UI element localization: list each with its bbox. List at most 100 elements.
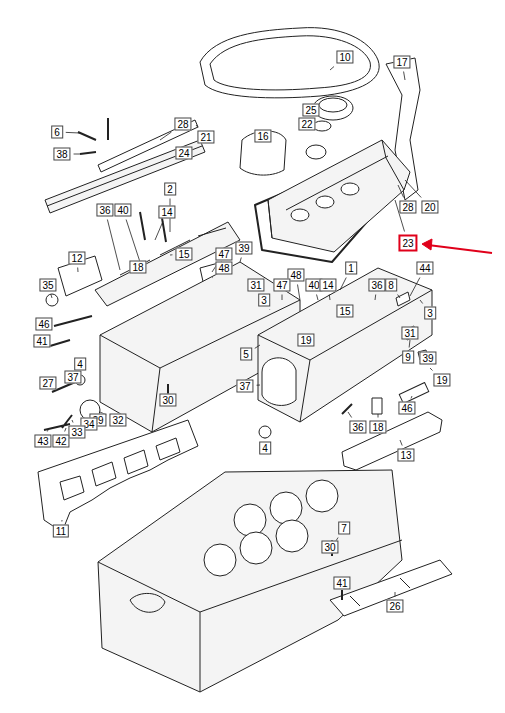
nut bbox=[46, 294, 58, 306]
valve-cover-right bbox=[268, 140, 410, 252]
callout-number: 46 bbox=[35, 318, 52, 331]
filler-cap-top bbox=[319, 98, 347, 112]
valve-cover-left-edge bbox=[47, 146, 202, 206]
leader-line bbox=[340, 278, 346, 291]
callout-number: 19 bbox=[433, 374, 450, 387]
callout-number: 27 bbox=[39, 377, 56, 390]
gasket-ports bbox=[60, 438, 180, 500]
bolts bbox=[78, 118, 108, 154]
callout-number: 13 bbox=[397, 449, 414, 462]
callout-number: 2 bbox=[164, 183, 176, 196]
callout-number: 42 bbox=[52, 435, 69, 448]
callout-number: 38 bbox=[53, 148, 70, 161]
cover-port bbox=[291, 209, 309, 221]
cover-gasket bbox=[200, 28, 379, 98]
callout-number: 18 bbox=[369, 421, 386, 434]
callout-number: 37 bbox=[64, 371, 81, 384]
cap-seal bbox=[313, 121, 331, 131]
leader-line bbox=[298, 285, 300, 301]
leader-line bbox=[330, 67, 334, 71]
leader-line bbox=[329, 295, 331, 301]
callout-number: 23 bbox=[398, 235, 417, 252]
callout-number: 10 bbox=[336, 51, 353, 64]
leader-line bbox=[66, 132, 80, 134]
cylinder-head-right-edges bbox=[258, 290, 432, 422]
leader-line bbox=[74, 154, 80, 155]
callout-number: 25 bbox=[302, 104, 319, 117]
leader-line bbox=[265, 438, 266, 440]
highlight-arrow bbox=[428, 245, 492, 253]
leader-line bbox=[317, 295, 318, 301]
leader-line bbox=[212, 277, 214, 279]
callout-number: 44 bbox=[416, 262, 433, 275]
leader-line bbox=[196, 125, 198, 128]
cylinder-bore bbox=[270, 492, 302, 524]
callout-number: 48 bbox=[215, 262, 232, 275]
cover-port bbox=[316, 196, 334, 208]
leader-line bbox=[409, 340, 411, 348]
callout-number: 5 bbox=[240, 348, 252, 361]
leader-line bbox=[398, 295, 400, 299]
callout-number: 9 bbox=[402, 351, 414, 364]
bolt bbox=[342, 404, 352, 414]
callout-number: 30 bbox=[321, 541, 338, 554]
callout-number: 35 bbox=[39, 279, 56, 292]
cover-port bbox=[341, 183, 359, 195]
shield bbox=[330, 560, 452, 616]
callout-number: 36 bbox=[349, 421, 366, 434]
leader-line bbox=[255, 345, 260, 348]
leader-line bbox=[72, 420, 73, 423]
leader-line bbox=[240, 258, 241, 263]
leader-line bbox=[404, 72, 405, 81]
callout-number: 15 bbox=[175, 248, 192, 261]
callout-number: 24 bbox=[175, 147, 192, 160]
callout-number: 4 bbox=[74, 358, 86, 371]
bracket bbox=[372, 398, 382, 414]
leader-line bbox=[160, 132, 171, 140]
leader-line bbox=[395, 592, 396, 597]
leader-line bbox=[126, 220, 140, 263]
cam-adjuster bbox=[262, 358, 296, 406]
callout-number: 47 bbox=[273, 279, 290, 292]
callout-number: 14 bbox=[319, 279, 336, 292]
bolt bbox=[341, 590, 343, 600]
callout-number: 1 bbox=[345, 262, 357, 275]
cylinder-bore bbox=[234, 504, 266, 536]
callout-number: 21 bbox=[197, 131, 214, 144]
leader-line bbox=[348, 412, 352, 418]
callout-number: 26 bbox=[386, 600, 403, 613]
highlight-arrowhead bbox=[422, 239, 432, 250]
callout-number: 14 bbox=[158, 206, 175, 219]
block-front-opening bbox=[130, 593, 165, 612]
callout-number: 22 bbox=[298, 118, 315, 131]
callout-number: 31 bbox=[247, 279, 264, 292]
callout-number: 17 bbox=[393, 56, 410, 69]
leader-line bbox=[65, 428, 66, 432]
intake-gasket-right bbox=[342, 412, 442, 470]
callout-number: 15 bbox=[336, 305, 353, 318]
callout-number: 16 bbox=[254, 130, 271, 143]
callout-number: 18 bbox=[129, 261, 146, 274]
leader-line bbox=[47, 430, 49, 432]
leader-line bbox=[400, 440, 402, 446]
callout-number: 28 bbox=[174, 118, 191, 131]
callout-number: 46 bbox=[398, 402, 415, 415]
valve-cover-edges bbox=[268, 140, 404, 238]
leader-line bbox=[375, 295, 377, 301]
callout-number: 20 bbox=[421, 201, 438, 214]
cylinder-bore bbox=[276, 520, 308, 552]
callout-number: 39 bbox=[419, 352, 436, 365]
callout-number: 19 bbox=[297, 334, 314, 347]
leader-line bbox=[430, 368, 433, 371]
leader-line bbox=[51, 295, 52, 299]
cover-gasket-inner bbox=[210, 36, 370, 90]
cover-strip bbox=[399, 383, 429, 404]
leader-line bbox=[420, 300, 423, 304]
callout-number: 11 bbox=[53, 525, 69, 538]
leader-line bbox=[405, 180, 421, 198]
leader-line bbox=[410, 278, 420, 297]
callout-number: 43 bbox=[34, 435, 51, 448]
nut bbox=[259, 426, 271, 438]
leader-line bbox=[378, 414, 379, 418]
callout-number: 31 bbox=[401, 327, 418, 340]
